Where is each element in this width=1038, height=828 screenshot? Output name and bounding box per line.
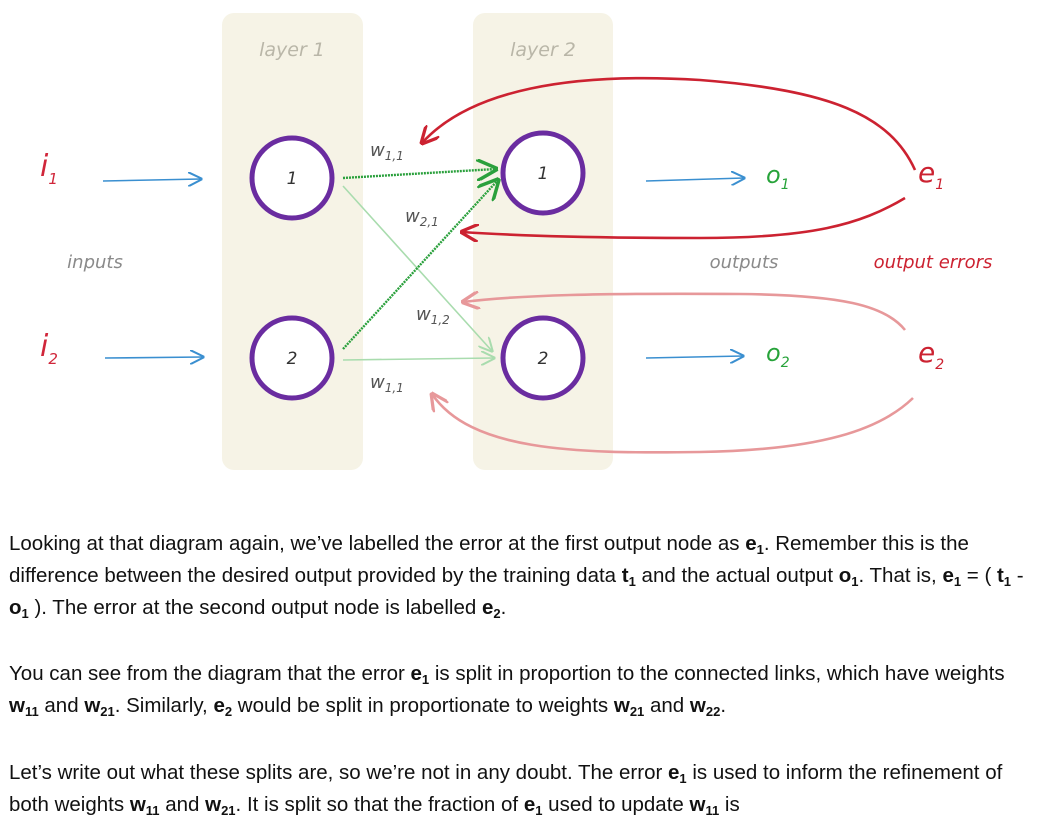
input-arrow-1 <box>102 179 201 181</box>
link-w11 <box>342 169 496 178</box>
input-arrow-2 <box>104 357 203 358</box>
layer-2-node-1-label: 1 <box>538 164 549 184</box>
var-w11: w11 <box>9 694 39 719</box>
error-arrow-e2-to-w12 <box>463 294 907 331</box>
layer-2-node-2: 2 <box>500 315 586 401</box>
error-e2: e2 <box>918 336 944 373</box>
input-i2: i2 <box>40 329 58 368</box>
var-o1: o1 <box>838 564 859 589</box>
layer-2-node-1: 1 <box>500 130 586 216</box>
weight-label-w12: w1,2 <box>416 304 450 327</box>
layer-1-node-1-label: 1 <box>287 169 298 189</box>
var-o1: o1 <box>9 596 29 621</box>
weight-label-w11-bottom: w1,1 <box>370 372 404 395</box>
output-o1: o1 <box>766 161 790 193</box>
layer-1-node-1: 1 <box>249 135 335 221</box>
var-w21: w21 <box>84 694 115 719</box>
var-e2: e2 <box>213 694 233 719</box>
error-arrow-e2-to-w22 <box>432 394 914 454</box>
weight-label-w11-top: w1,1 <box>370 140 404 163</box>
var-t1: t1 <box>996 564 1012 589</box>
layer-1-label: layer 1 <box>259 39 325 61</box>
output-arrow-2 <box>645 356 743 358</box>
var-e1: e1 <box>745 532 764 557</box>
link-w22 <box>342 358 494 360</box>
var-e2: e2 <box>481 596 501 621</box>
inputs-caption: inputs <box>67 252 123 273</box>
var-e1: e1 <box>523 793 543 818</box>
layer-2-panel <box>473 13 613 470</box>
var-w21: w21 <box>205 793 236 818</box>
error-arrow-e1-to-w11 <box>422 76 917 171</box>
var-w11: w11 <box>689 793 720 818</box>
input-i1: i1 <box>40 149 58 188</box>
var-e1: e1 <box>942 564 962 589</box>
paragraph-3: Let’s write out what these splits are, s… <box>9 761 1003 818</box>
layer-2-node-2-label: 2 <box>538 349 549 369</box>
layer-2-label: layer 2 <box>510 39 576 61</box>
layer-1-node-2-label: 2 <box>287 349 298 369</box>
paragraph-2: You can see from the diagram that the er… <box>9 662 1005 719</box>
output-arrow-1 <box>645 178 744 181</box>
output-errors-caption: output errors <box>874 252 993 273</box>
layer-1-panel <box>222 13 363 470</box>
layer-1-node-2: 2 <box>249 315 335 401</box>
var-w11: w11 <box>129 793 160 818</box>
outputs-caption: outputs <box>710 252 779 273</box>
var-w22: w22 <box>689 694 721 719</box>
var-w21: w21 <box>613 694 645 719</box>
error-arrow-e1-to-w21 <box>462 196 906 238</box>
neural-network-diagram: layer 1 layer 2 1 <box>40 13 993 470</box>
error-e1: e1 <box>918 156 944 193</box>
paragraph-1: Looking at that diagram again, we’ve lab… <box>9 532 1024 621</box>
var-e1: e1 <box>410 662 430 687</box>
output-o2: o2 <box>766 339 790 371</box>
weight-label-w21: w2,1 <box>405 206 439 229</box>
var-e1: e1 <box>668 761 687 786</box>
link-w21 <box>342 180 498 350</box>
var-t1: t1 <box>621 564 636 589</box>
